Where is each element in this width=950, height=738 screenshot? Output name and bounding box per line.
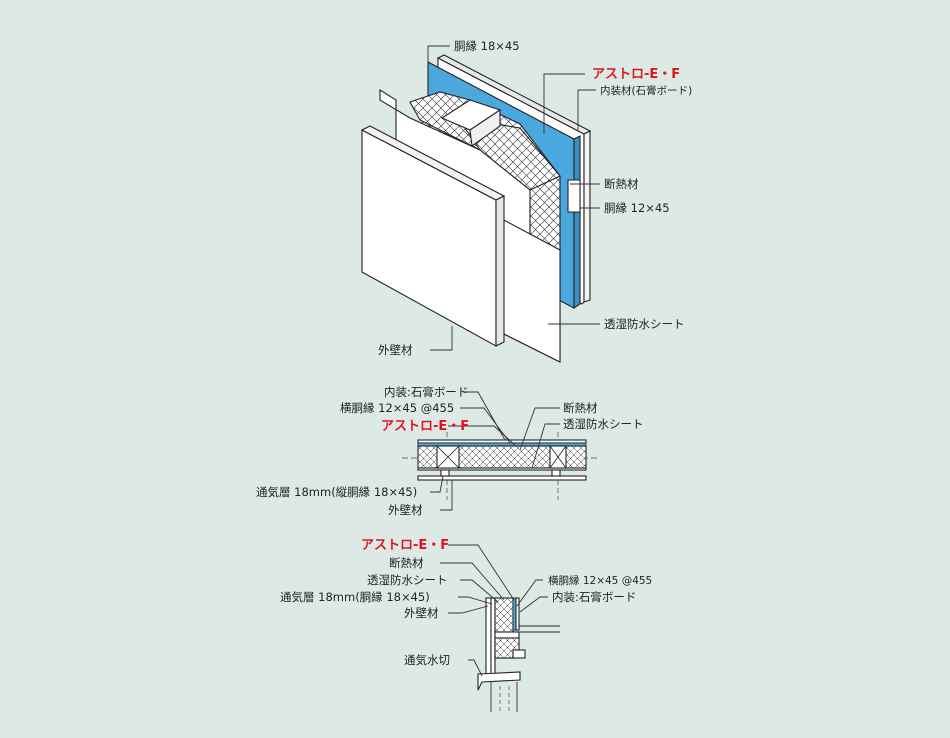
label-product-plan: アストロ-E・F	[381, 419, 469, 434]
label-air-layer-plan: 通気層 18mm(縦胴縁 18×45)	[256, 485, 417, 499]
plan-section-view	[402, 432, 600, 500]
label-membrane-top: 透湿防水シート	[604, 317, 685, 331]
label-membrane-plan: 透湿防水シート	[563, 417, 644, 431]
label-horizontal-furring-section: 横胴縁 12×45 @455	[548, 574, 652, 587]
label-interior-top: 内装材(石膏ボード)	[600, 84, 692, 97]
label-furring-top: 胴縁 18×45	[454, 39, 520, 53]
label-insulation-plan: 断熱材	[563, 401, 598, 415]
plan-leaders	[430, 391, 560, 511]
label-product-top: アストロ-E・F	[592, 67, 680, 82]
label-interior-section: 内装:石膏ボード	[552, 590, 636, 604]
isometric-wall-view	[360, 54, 592, 363]
label-drip-section: 通気水切	[404, 653, 450, 667]
label-exterior-top: 外壁材	[378, 343, 413, 357]
label-exterior-plan: 外壁材	[388, 503, 423, 517]
label-interior-plan: 内装:石膏ボード	[384, 385, 468, 399]
label-horizontal-furring-plan: 横胴縁 12×45 @455	[340, 401, 454, 415]
label-furring-small-top: 胴縁 12×45	[604, 201, 670, 215]
section-leaders	[440, 544, 548, 677]
top-leaders	[427, 45, 600, 351]
label-product-section: アストロ-E・F	[361, 538, 449, 553]
label-air-layer-section: 通気層 18mm(胴縁 18×45)	[280, 590, 430, 604]
label-insulation-top: 断熱材	[604, 177, 639, 191]
label-insulation-section: 断熱材	[389, 556, 424, 570]
label-membrane-section: 透湿防水シート	[367, 573, 448, 587]
label-exterior-section: 外壁材	[404, 606, 439, 620]
vertical-section-view	[477, 597, 560, 712]
